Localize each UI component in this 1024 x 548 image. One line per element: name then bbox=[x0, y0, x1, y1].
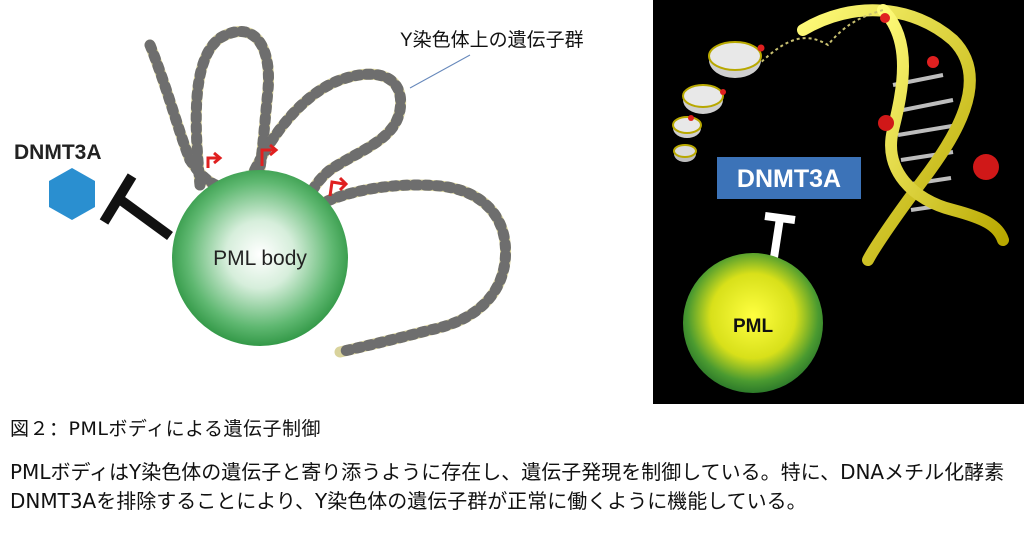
nucleosome-icon bbox=[682, 84, 726, 114]
left-diagram: Y染色体上の遺伝子群 DNMT3A PML body bbox=[0, 0, 640, 400]
transcription-arrows bbox=[206, 143, 349, 197]
figure-caption-body: PMLボディはY染色体の遺伝子と寄り添うように存在し、遺伝子発現を制御している。… bbox=[10, 460, 1005, 513]
dna-thin-strand bbox=[752, 9, 884, 71]
pml-body-sphere bbox=[172, 170, 348, 346]
chromatin-fibers bbox=[144, 26, 512, 358]
inhibition-bar-icon bbox=[99, 173, 173, 241]
pml-label: PML bbox=[733, 316, 774, 337]
transcription-arrow-icon bbox=[206, 156, 218, 168]
gene-cluster-label: Y染色体上の遺伝子群 bbox=[400, 29, 584, 51]
figure-caption-title: 図２：PMLボディによる遺伝子制御 bbox=[10, 418, 322, 440]
pml-sphere bbox=[683, 253, 823, 393]
dna-strand-1 bbox=[797, 4, 976, 266]
nucleosome-icon bbox=[673, 144, 697, 162]
methyl-group-icon bbox=[878, 115, 894, 131]
dnmt3a-hexagon-icon bbox=[49, 168, 95, 220]
right-diagram: DNMT3A PML bbox=[653, 0, 1024, 404]
dnmt3a-box-label: DNMT3A bbox=[737, 165, 841, 193]
methyl-group-icon bbox=[880, 13, 890, 23]
label-leader-line bbox=[409, 54, 471, 89]
methyl-group-icon bbox=[927, 56, 939, 68]
dna-helix bbox=[752, 4, 1009, 266]
dnmt3a-box bbox=[717, 157, 861, 199]
methyl-group-icon bbox=[973, 154, 999, 180]
dnmt3a-label: DNMT3A bbox=[14, 141, 102, 164]
pml-body-label: PML body bbox=[213, 247, 307, 270]
right-diagram-svg: DNMT3A PML bbox=[672, 4, 1009, 393]
left-diagram-svg: Y染色体上の遺伝子群 DNMT3A PML body bbox=[14, 26, 584, 358]
nucleosomes bbox=[672, 41, 765, 162]
nucleosome-icon bbox=[708, 41, 765, 78]
transcription-arrow-icon bbox=[328, 180, 345, 197]
dna-strand-2 bbox=[877, 4, 1009, 246]
nucleosome-icon bbox=[672, 115, 702, 138]
transcription-arrow-icon bbox=[260, 148, 274, 166]
